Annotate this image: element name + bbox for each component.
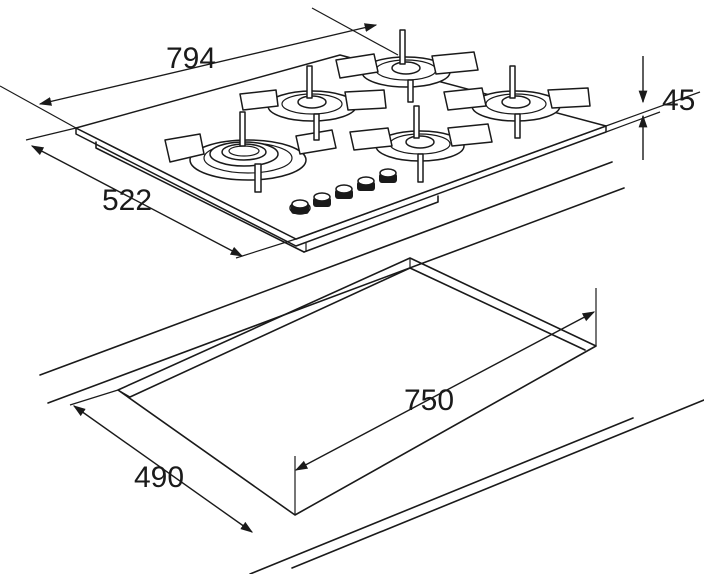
front-centre-burner bbox=[349, 105, 493, 183]
rear-centre-burner bbox=[335, 29, 479, 103]
control-knob bbox=[335, 184, 353, 199]
cutout-depth-label: 490 bbox=[134, 461, 184, 494]
control-knobs bbox=[289, 168, 397, 215]
countertop bbox=[39, 161, 704, 575]
right-burner bbox=[443, 65, 591, 139]
hob-width-dimension bbox=[0, 7, 399, 129]
control-knob bbox=[357, 176, 375, 191]
hob-width-label: 794 bbox=[166, 42, 216, 75]
cutout-width-dimension bbox=[294, 288, 597, 515]
control-knob bbox=[313, 192, 331, 207]
cutout-depth-dimension bbox=[69, 389, 254, 533]
control-knob bbox=[289, 199, 311, 215]
cutout-opening bbox=[117, 257, 597, 516]
hob-depth-dimension bbox=[25, 127, 297, 259]
hob-height-label: 45 bbox=[662, 84, 695, 117]
hob-depth-label: 522 bbox=[102, 184, 152, 217]
control-knob bbox=[379, 168, 397, 183]
rear-left-burner bbox=[239, 65, 387, 141]
cutout-width-label: 750 bbox=[404, 384, 454, 417]
hob-body bbox=[75, 54, 607, 253]
wok-burner bbox=[164, 111, 337, 193]
hob-height-dimension bbox=[605, 56, 701, 160]
